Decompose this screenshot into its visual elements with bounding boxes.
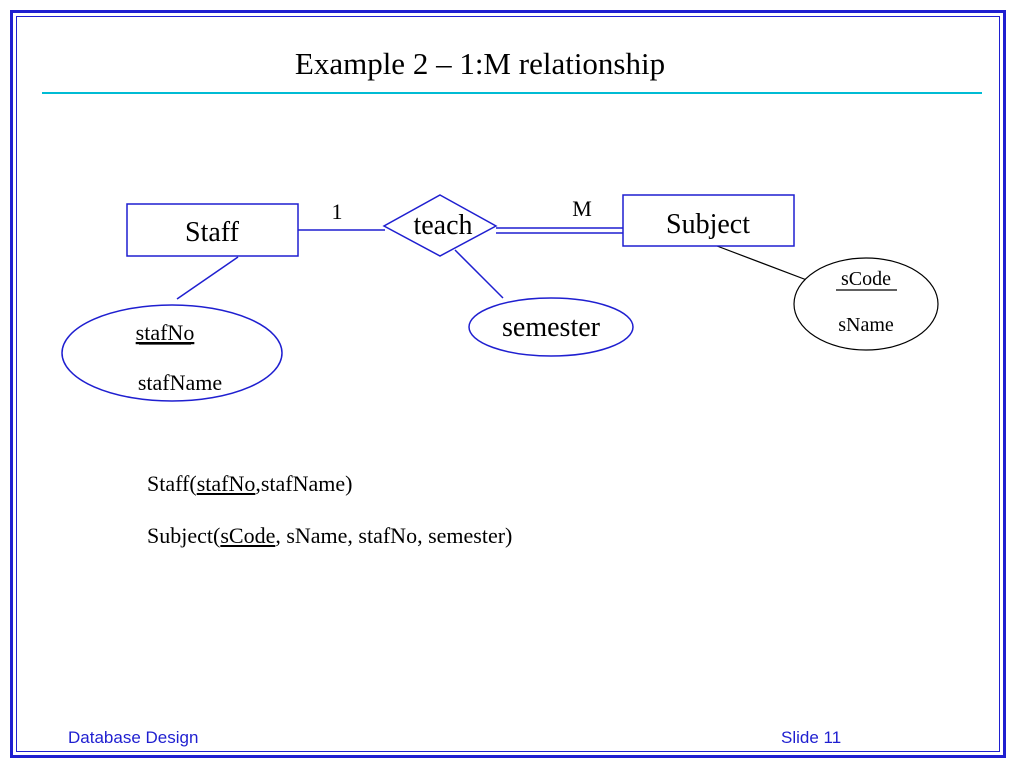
cardinality-one: 1 [332,199,343,224]
teach-relationship-diamond [382,194,498,257]
subject-attributes-ellipse [793,257,939,351]
staff-key-attribute: stafNo [136,320,195,345]
relation-schemas: Staff(stafNo,stafName) Subject(sCode, sN… [147,458,512,562]
staff-name-attribute: stafName [138,370,222,395]
relation-staff: Staff(stafNo,stafName) [147,458,512,510]
subject-key-attribute: sCode [841,268,891,290]
relation-staff-rest: ,stafName) [255,471,353,496]
relation-staff-key: stafNo [196,471,256,496]
subject-entity-box [622,194,795,247]
staff-entity-label: Staff [185,217,240,248]
relation-subject: Subject(sCode, sName, stafNo, semester) [147,510,512,562]
relation-subject-key: sCode [220,523,276,548]
subject-entity-label: Subject [666,209,750,240]
slide-title: Example 2 – 1:M relationship [294,46,666,81]
staff-entity-box [126,203,299,257]
semester-attribute-label: semester [502,312,601,343]
title-underline [42,92,982,94]
staff-attr-line [176,256,239,300]
semester-attribute-ellipse [468,297,634,357]
footer-slide-number: Slide 11 [781,728,842,747]
footer-course-title: Database Design [68,728,199,747]
relation-staff-name: Staff( [147,471,197,496]
teach-relationship-label: teach [413,210,472,241]
relation-subject-rest: , sName, stafNo, semester) [275,523,513,548]
teach-attr-line [454,249,504,299]
slide-border-inner [16,16,1000,752]
subject-attr-line [716,245,813,283]
staff-attributes-ellipse [61,304,283,402]
cardinality-many: M [572,196,592,221]
slide-border-outer [10,10,1006,758]
relation-subject-name: Subject( [147,523,221,548]
subject-name-attribute: sName [838,314,894,336]
